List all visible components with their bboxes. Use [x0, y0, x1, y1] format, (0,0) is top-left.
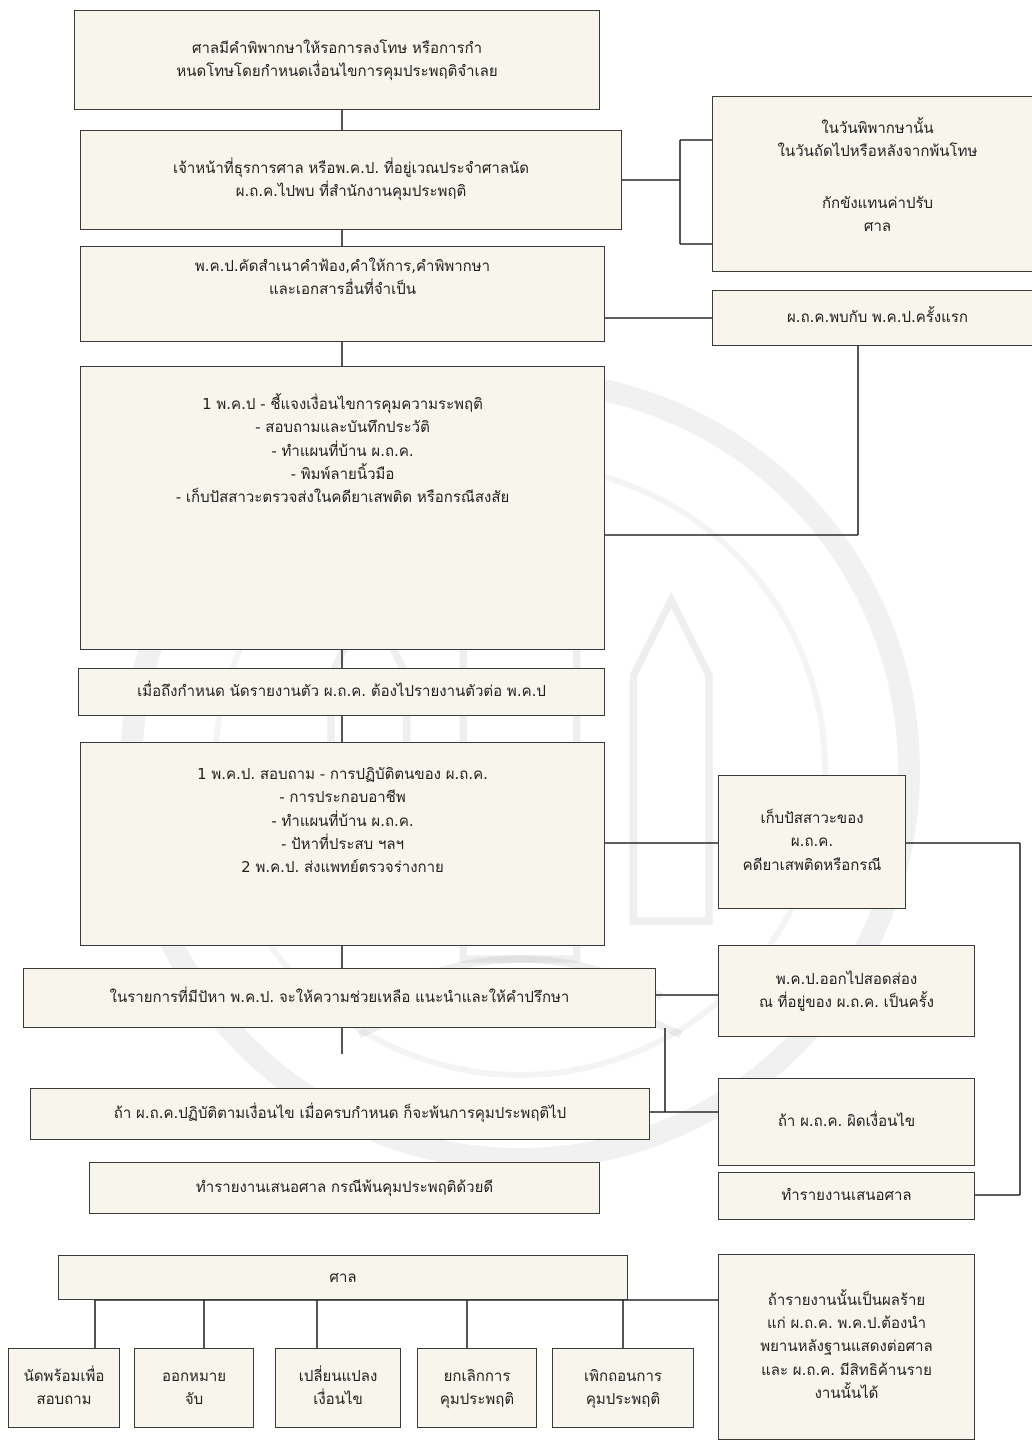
court-verdict-box: ศาลมีคำพิพากษาให้รอการลงโทษ หรือการกำ หน…: [74, 10, 600, 110]
first-meeting-box: ผ.ถ.ค.พบกับ พ.ค.ป.ครั้งแรก: [712, 290, 1032, 346]
followup-item-1: 1 พ.ค.ป. สอบถาม - การปฏิบัติตนของ ผ.ถ.ค.: [197, 765, 488, 783]
first-meeting-task-1: 1 พ.ค.ป - ชี้แจงเงื่อนไขการคุมความระพฤติ: [202, 395, 483, 413]
sentence-timing-box: ในวันพิพากษานั้น ในวันถัดไปหรือหลังจากพ้…: [712, 96, 1032, 272]
good-conduct-report-box: ทำรายงานเสนอศาล กรณีพ้นคุมประพฤติด้วยดี: [89, 1162, 600, 1214]
adverse-report-line-2: แก่ ผ.ถ.ค. พ.ค.ป.ต้องนำ: [767, 1314, 926, 1333]
home-visit-line-1: พ.ค.ป.ออกไปสอดส่อง: [775, 969, 918, 988]
option-cancel-probation: ยกเลิกการ คุมประพฤติ: [417, 1348, 537, 1428]
sentence-detention-line-1: กักขังแทนค่าปรับ: [821, 193, 934, 212]
followup-item-4: - ปัหาที่ประสบ ฯลฯ: [280, 834, 405, 853]
first-meeting-task-2: - สอบถามและบันทึกประวัติ: [255, 418, 430, 437]
court-decision-label: ศาล: [329, 1267, 357, 1286]
sentence-detention-line-2: ศาล: [863, 216, 892, 235]
option-cancel-line-1: ยกเลิกการ: [443, 1366, 511, 1385]
followup-item-5: 2 พ.ค.ป. ส่งแพทย์ตรวจร่างกาย: [241, 858, 444, 876]
option-summon-line-2: สอบถาม: [36, 1390, 92, 1408]
complete-probation-box: ถ้า ผ.ถ.ค.ปฏิบัติตามเงื่อนไข เมื่อครบกำห…: [30, 1088, 650, 1140]
option-revoke-line-1: เพิกถอนการ: [583, 1366, 662, 1385]
court-decision-box: ศาล: [58, 1255, 628, 1300]
followup-interview-box: 1 พ.ค.ป. สอบถาม - การปฏิบัติตนของ ผ.ถ.ค.…: [80, 742, 605, 946]
urine-collection-box: เก็บปัสสาวะของ ผ.ถ.ค. คดียาเสพติดหรือกรณ…: [718, 775, 906, 909]
court-officer-line-2: ผ.ถ.ค.ไปพบ ที่สำนักงานคุมประพฤติ: [235, 182, 467, 200]
first-meeting-label: ผ.ถ.ค.พบกับ พ.ค.ป.ครั้งแรก: [787, 308, 968, 327]
sentence-timing-line-1: ในวันพิพากษานั้น: [821, 119, 934, 137]
option-cancel-line-2: คุมประพฤติ: [439, 1390, 515, 1408]
urine-collection-line-3: คดียาเสพติดหรือกรณี: [742, 855, 882, 874]
first-meeting-task-5: - เก็บปัสสาวะตรวจส่งในคดียาเสพติด หรือกร…: [175, 488, 510, 506]
report-on-schedule-line: เมื่อถึงกำหนด นัดรายงานตัว ผ.ถ.ค. ต้องไป…: [137, 682, 546, 701]
good-conduct-report-line: ทำรายงานเสนอศาล กรณีพ้นคุมประพฤติด้วยดี: [195, 1178, 494, 1197]
court-verdict-line-1: ศาลมีคำพิพากษาให้รอการลงโทษ หรือการกำ: [191, 38, 483, 57]
first-meeting-task-3: - ทำแผนที่บ้าน ผ.ถ.ค.: [271, 441, 414, 460]
home-visit-box: พ.ค.ป.ออกไปสอดส่อง ณ ที่อยู่ของ ผ.ถ.ค. เ…: [718, 945, 975, 1037]
report-on-schedule-box: เมื่อถึงกำหนด นัดรายงานตัว ผ.ถ.ค. ต้องไป…: [78, 668, 605, 716]
violation-report-box: ทำรายงานเสนอศาล: [718, 1172, 975, 1220]
court-officer-appointment-box: เจ้าหน้าที่ธุรการศาล หรือพ.ค.ป. ที่อยู่เ…: [80, 130, 622, 230]
court-officer-line-1: เจ้าหน้าที่ธุรการศาล หรือพ.ค.ป. ที่อยู่เ…: [172, 158, 530, 177]
adverse-report-line-3: พยานหลังฐานแสดงต่อศาล: [760, 1337, 933, 1356]
sentence-timing-line-2: ในวันถัดไปหรือหลังจากพ้นโทษ: [777, 142, 978, 161]
copy-documents-line-1: พ.ค.ป.คัดสำเนาคำฟ้อง,คำให้การ,คำพิพากษา: [194, 257, 491, 275]
urine-collection-line-1: เก็บปัสสาวะของ: [760, 809, 864, 828]
assistance-line: ในรายการที่มีปัหา พ.ค.ป. จะให้ความช่วยเห…: [109, 988, 570, 1007]
option-revoke-line-2: คุมประพฤติ: [585, 1390, 661, 1408]
option-summon-for-inquiry: นัดพร้อมเพื่อ สอบถาม: [8, 1348, 120, 1428]
court-verdict-line-2: หนดโทษโดยกำหนดเงื่อนไขการคุมประพฤติจำเลย: [176, 62, 498, 80]
followup-item-2: - การประกอบอาชีพ: [279, 788, 406, 807]
first-meeting-tasks-box: 1 พ.ค.ป - ชี้แจงเงื่อนไขการคุมความระพฤติ…: [80, 366, 605, 650]
assistance-box: ในรายการที่มีปัหา พ.ค.ป. จะให้ความช่วยเห…: [23, 968, 656, 1028]
adverse-report-line-5: งานนั้นได้: [814, 1383, 879, 1402]
home-visit-line-2: ณ ที่อยู่ของ ผ.ถ.ค. เป็นครั้ง: [758, 993, 935, 1011]
complete-probation-line: ถ้า ผ.ถ.ค.ปฏิบัติตามเงื่อนไข เมื่อครบกำห…: [113, 1104, 567, 1123]
violation-box: ถ้า ผ.ถ.ค. ผิดเงื่อนไข: [718, 1078, 975, 1166]
option-arrest-warrant: ออกหมาย จับ: [134, 1348, 254, 1428]
adverse-report-line-4: และ ผ.ถ.ค. มีสิทธิค้านราย: [761, 1360, 932, 1379]
urine-collection-line-2: ผ.ถ.ค.: [790, 832, 834, 851]
adverse-report-box: ถ้ารายงานนั้นเป็นผลร้าย แก่ ผ.ถ.ค. พ.ค.ป…: [718, 1254, 975, 1440]
option-change-line-2: เงื่อนไข: [313, 1390, 363, 1408]
adverse-report-line-1: ถ้ารายงานนั้นเป็นผลร้าย: [767, 1290, 926, 1309]
option-change-conditions: เปลี่ยนแปลง เงื่อนไข: [275, 1348, 401, 1428]
copy-documents-line-2: และเอกสารอื่นที่จำเป็น: [268, 280, 417, 299]
option-summon-line-1: นัดพร้อมเพื่อ: [23, 1366, 105, 1385]
first-meeting-task-4: - พิมพ์ลายนิ้วมือ: [290, 464, 395, 483]
option-change-line-1: เปลี่ยนแปลง: [298, 1366, 378, 1385]
copy-documents-box: พ.ค.ป.คัดสำเนาคำฟ้อง,คำให้การ,คำพิพากษา …: [80, 246, 605, 342]
option-arrest-line-1: ออกหมาย: [161, 1366, 227, 1385]
followup-item-3: - ทำแผนที่บ้าน ผ.ถ.ค.: [271, 811, 414, 830]
option-arrest-line-2: จับ: [184, 1390, 204, 1408]
violation-label: ถ้า ผ.ถ.ค. ผิดเงื่อนไข: [777, 1112, 916, 1131]
option-revoke-probation: เพิกถอนการ คุมประพฤติ: [552, 1348, 694, 1428]
violation-report-label: ทำรายงานเสนอศาล: [781, 1186, 912, 1205]
